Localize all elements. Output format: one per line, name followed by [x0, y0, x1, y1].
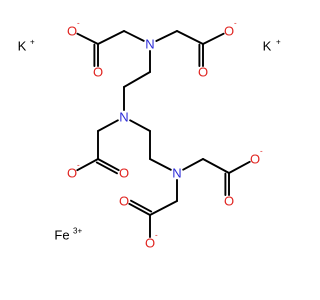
oxygen-anion-o8: O	[250, 152, 260, 167]
bond-c1-c2	[97, 30, 125, 45]
potassium-left-symbol: K	[18, 39, 27, 54]
oxygen-anion-o10: O	[145, 236, 155, 251]
iron-ion: Fe 3+	[54, 227, 82, 243]
anion-charge-o5: -	[77, 161, 80, 170]
potassium-right-symbol: K	[263, 39, 272, 54]
bond-c8-o6-second	[95, 161, 118, 175]
oxygen-carbonyl-o7: O	[224, 194, 234, 209]
oxygen-carbonyl-o3: O	[198, 65, 208, 80]
anion-charge-o8: -	[260, 147, 263, 156]
bond-c12-o8	[228, 160, 251, 174]
potassium-ion-right: K +	[263, 38, 281, 54]
nitrogen-3: N	[172, 166, 181, 181]
potassium-right-charge: +	[276, 38, 281, 47]
potassium-ion-left: K +	[18, 38, 35, 54]
bond-c5-c6	[123, 71, 151, 88]
oxygen-carbonyl-o9: O	[119, 194, 129, 209]
bond-c14-o9-second	[130, 199, 153, 213]
bond-c4-o4	[202, 32, 225, 45]
oxygen-anion-o5: O	[67, 166, 77, 181]
potassium-left-charge: +	[30, 38, 35, 47]
iron-charge: 3+	[73, 227, 82, 236]
anion-charge-o2: -	[77, 19, 80, 28]
bond-c13-c14	[149, 200, 178, 216]
bonds	[76, 30, 251, 238]
oxygen-carbonyl-o6: O	[119, 166, 129, 181]
bond-n2-c7	[97, 119, 119, 132]
anion-charge-o10: -	[155, 231, 158, 240]
oxygen-carbonyl-o1: O	[93, 65, 103, 80]
nitrogen-1: N	[145, 37, 154, 52]
oxygen-anion-o2: O	[67, 24, 77, 39]
oxygen-anion-o4: O	[224, 24, 234, 39]
bond-n2-c9	[129, 119, 151, 132]
anion-charge-o4: -	[234, 19, 237, 28]
bond-c2-o2	[76, 32, 99, 45]
bond-c10-n3	[149, 158, 172, 171]
bond-c11-c12	[202, 158, 230, 174]
bond-c14-o9	[128, 202, 151, 216]
iron-symbol: Fe	[54, 228, 69, 243]
bond-c8-o6	[97, 158, 120, 172]
bond-c3-c4	[176, 30, 204, 45]
nitrogen-2: N	[119, 110, 128, 125]
bond-c8-o5	[76, 158, 99, 172]
bond-n1-c3	[155, 30, 178, 42]
bond-n1-c1	[123, 30, 145, 42]
bond-n3-c11	[182, 158, 204, 171]
